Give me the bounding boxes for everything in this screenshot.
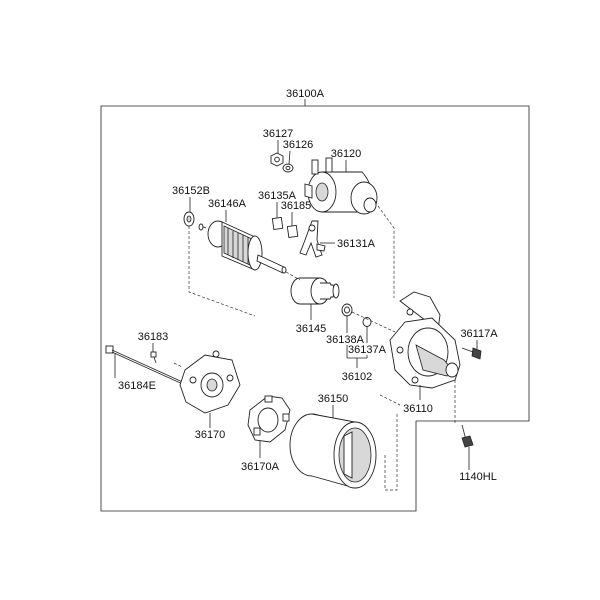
overrunning-clutch-36145	[290, 277, 340, 305]
label-36120: 36120	[331, 148, 362, 160]
label-1140HL: 1140HL	[459, 471, 497, 483]
label-36185: 36185	[281, 200, 312, 212]
screw-36183	[150, 351, 157, 364]
label-36152B: 36152B	[172, 185, 210, 197]
label-36150: 36150	[318, 393, 349, 405]
brush-holder-36170A	[247, 395, 291, 443]
stop-ring-36138A	[341, 303, 353, 317]
part-labels: 36100A 36127 36126 36120 36152B 36135A 3…	[118, 88, 498, 483]
rear-bracket-36170	[179, 350, 241, 414]
bolt-36117A	[461, 347, 482, 360]
armature-36146A	[198, 220, 287, 274]
label-36117A: 36117A	[460, 328, 498, 340]
brush-36185	[286, 224, 299, 239]
nut-36127	[270, 152, 284, 167]
shift-lever-36131A	[299, 220, 326, 258]
label-36102: 36102	[342, 371, 373, 383]
brush-36135A	[271, 216, 284, 231]
label-36110: 36110	[403, 403, 433, 415]
solenoid-36120	[304, 157, 378, 215]
washer-36126	[282, 163, 294, 173]
label-36146A: 36146A	[208, 198, 247, 210]
label-36131A: 36131A	[337, 238, 376, 250]
front-housing-36110	[389, 291, 461, 389]
label-36138A: 36138A	[326, 334, 365, 346]
label-36100A: 36100A	[286, 88, 325, 100]
label-36145: 36145	[296, 323, 327, 335]
washer-36152B	[183, 211, 195, 227]
yoke-36150	[289, 413, 377, 489]
assembly-boundary	[100, 105, 530, 512]
label-36183: 36183	[138, 331, 169, 343]
through-bolt-36184E	[105, 345, 188, 387]
bolt-1140HL	[461, 424, 474, 448]
label-36135A: 36135A	[258, 190, 297, 202]
label-36170: 36170	[195, 429, 226, 441]
label-36126: 36126	[283, 139, 314, 151]
leader-lines	[114, 140, 478, 470]
label-36137A: 36137A	[348, 344, 387, 356]
label-36170A: 36170A	[241, 461, 280, 473]
label-36127: 36127	[263, 128, 294, 140]
assembly-guide-lines	[173, 205, 456, 491]
label-36184E: 36184E	[118, 380, 156, 392]
